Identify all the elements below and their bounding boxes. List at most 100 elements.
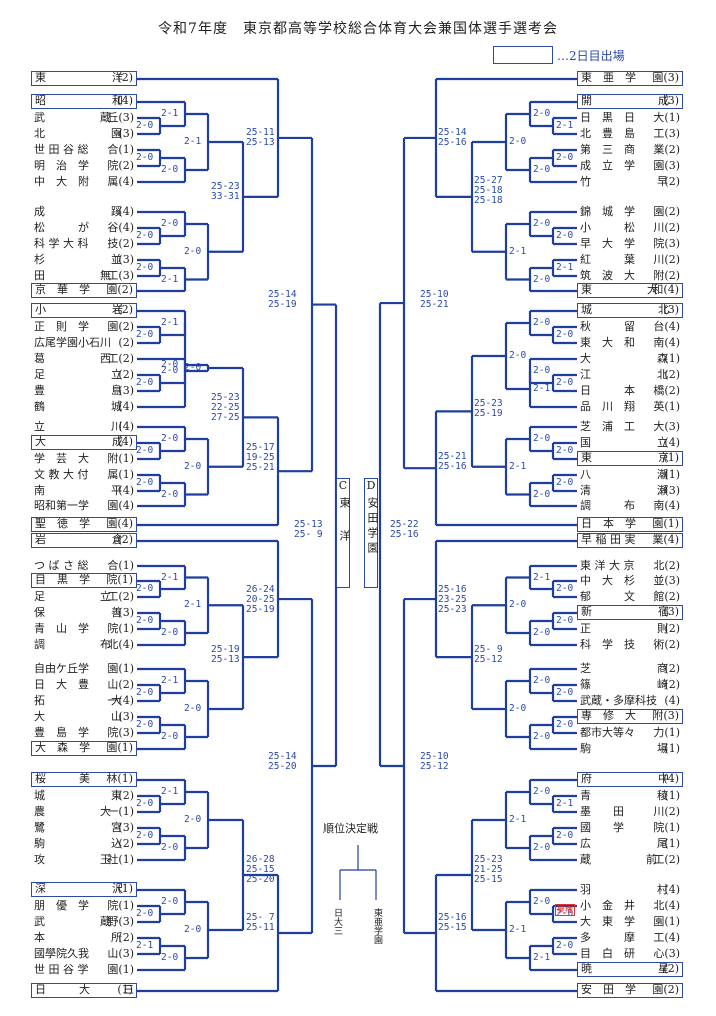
team-name: 城 北: [581, 303, 669, 316]
team-block: (2): [664, 622, 680, 635]
team-block: 山(3): [107, 947, 134, 960]
team-block: 術(2): [653, 638, 680, 651]
team-name: 正 則 学: [34, 320, 89, 333]
team-left-row: 杉 並(3): [31, 252, 137, 267]
team-right-row: 日 黒 日大(1): [577, 110, 683, 125]
team-block: 工(2): [107, 352, 134, 365]
match-score: 2-0: [509, 703, 527, 714]
team-name: 深 沢: [35, 882, 123, 895]
team-block: 園(4): [106, 517, 133, 530]
match-score: 2-0: [161, 488, 179, 500]
team-name: 足 立: [34, 368, 122, 381]
team-block: (1): [117, 882, 133, 895]
team-right-row: 清 瀬(3): [577, 483, 683, 498]
team-left-row: 岩 倉(2): [31, 533, 137, 548]
match-score: 2-0: [556, 329, 574, 340]
team-name: 篠 崎: [580, 678, 668, 691]
team-block: (2): [117, 71, 133, 84]
team-block: 工(3): [653, 127, 680, 140]
match-score: 2-0: [533, 488, 551, 500]
match-score: 2-0: [556, 830, 574, 841]
team-name: 日 本: [580, 384, 635, 397]
team-name: 東 大 和: [580, 336, 635, 349]
match-score: 2-0: [136, 719, 154, 730]
team-left-row: 科 学 大 科技(2): [31, 236, 137, 251]
team-left-row: 田 無工(3): [31, 268, 137, 283]
ranking-title: 順位決定戦: [323, 822, 378, 835]
team-block: 業(4): [652, 533, 679, 546]
team-name: 杉 並: [34, 253, 122, 266]
team-block: 園(3): [653, 159, 680, 172]
team-right-row: 早 稲 田 実業(4): [577, 533, 683, 548]
team-block: 一(1): [107, 805, 134, 818]
team-block: 附(2): [653, 269, 680, 282]
team-right-row: 広 尾(1): [577, 836, 683, 851]
finalist-c-label: C: [338, 479, 348, 492]
set-score-l5: 25-17 19-25 25-21: [246, 442, 275, 473]
team-name: 鷺 宮: [34, 821, 122, 834]
team-left-row: 自由ケ丘学園(1): [31, 661, 137, 676]
team-name: 明 治 学: [34, 159, 89, 172]
match-score: 2-0: [161, 627, 179, 638]
team-name: 本 所: [34, 931, 122, 944]
team-block: 橋(2): [653, 384, 680, 397]
team-left-row: 松 が谷(4): [31, 220, 137, 235]
match-score: 2-0: [136, 445, 154, 456]
set-score-l3: 25-14 25-19: [268, 289, 297, 310]
team-name: 中 大 杉: [580, 574, 635, 587]
team-block: 一(4): [107, 694, 134, 707]
team-right-row: 竹 早(2): [577, 174, 683, 189]
match-score: 2-1: [184, 599, 202, 611]
ranking-left: 日大三: [332, 908, 342, 935]
team-block: 附(3): [652, 709, 679, 722]
team-block: (1): [664, 468, 680, 481]
match-score: 2-0: [136, 329, 154, 340]
set-score-l8: 25-14 25-20: [268, 751, 297, 772]
team-name: 國學院久我: [34, 947, 89, 960]
team-block: 属(1): [107, 468, 134, 481]
match-score: 2-0: [533, 842, 551, 853]
team-name: 科 学 技: [580, 638, 635, 651]
team-block: (4): [118, 400, 134, 413]
team-left-row: 本 所(2): [31, 930, 137, 945]
match-score: 2-1: [161, 571, 179, 583]
match-score: 2-0: [533, 433, 551, 444]
team-block: (3): [118, 384, 134, 397]
match-score: 2-0: [161, 952, 179, 963]
team-name: 鶴 城: [34, 400, 122, 413]
match-score: 2-0: [184, 703, 202, 714]
team-block: (2): [118, 368, 134, 381]
team-block: (1): [663, 451, 679, 464]
team-name: 武蔵・多摩科技: [580, 694, 657, 707]
team-block: 谷(4): [107, 221, 134, 234]
team-name: 清 瀬: [580, 484, 668, 497]
team-block: (3): [118, 253, 134, 266]
team-name: 保 善: [34, 606, 122, 619]
team-right-row: 江 北(2): [577, 367, 683, 382]
team-name: 日 本 学: [581, 517, 636, 530]
team-left-row: 深 沢(1): [31, 882, 137, 897]
team-block: 院(3): [107, 726, 134, 739]
team-block: 院(2): [107, 159, 134, 172]
team-right-row: 大 東 学園(1): [577, 914, 683, 929]
set-score-r6: 25-16 23-25 25-23: [438, 584, 467, 615]
team-name: 八 潮: [580, 468, 668, 481]
team-block: (3): [118, 710, 134, 723]
team-name: 足 立: [34, 590, 111, 603]
match-score: 2-0: [161, 896, 179, 907]
team-name: 大 東 学: [580, 915, 635, 928]
set-score-l2: 25-23 33-31: [211, 181, 240, 202]
team-name: 広尾学園小石川: [34, 336, 111, 349]
team-left-row: 立 川(4): [31, 419, 137, 434]
team-block: 工(3): [107, 269, 134, 282]
team-block: 北(2): [653, 559, 680, 572]
match-score: 2-0: [556, 152, 574, 163]
team-block: (1): [664, 742, 680, 755]
team-name: 日 大 豊: [34, 678, 89, 691]
team-block: 丘(3): [107, 111, 134, 124]
match-score: 2-0: [136, 830, 154, 841]
team-left-row: 日 大 豊山(2): [31, 677, 137, 692]
match-score: 2-1: [533, 571, 551, 583]
match-score: 2-1: [184, 136, 202, 147]
